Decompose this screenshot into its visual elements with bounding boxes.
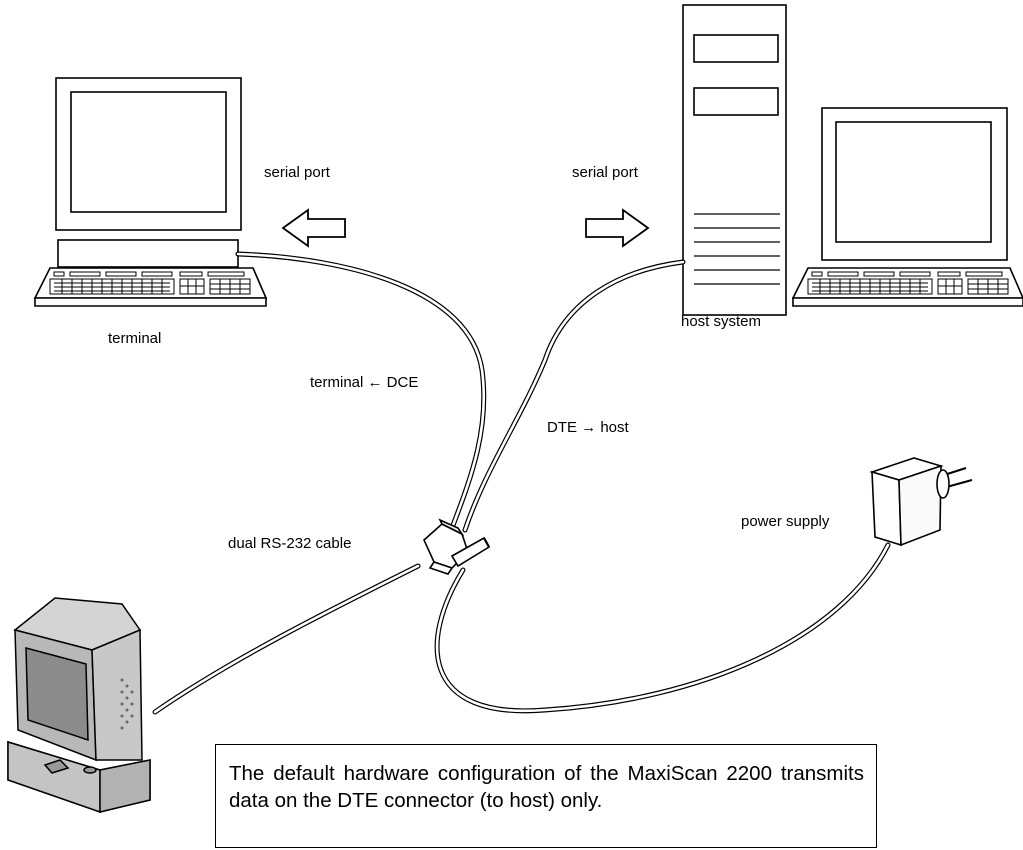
host-vents	[694, 213, 780, 285]
power-supply-adapter	[869, 457, 973, 547]
serial-port-left-arrow-icon	[281, 208, 346, 248]
host-drive-bay-2	[693, 87, 779, 116]
host-system	[682, 4, 1023, 316]
note-text: The default hardware configuration of th…	[229, 762, 864, 812]
power-supply-label: power supply	[741, 513, 830, 530]
host-drive-bay-1	[693, 34, 779, 63]
terminal-dce-label: terminal ← DCE	[310, 374, 418, 391]
scanner-cable	[152, 563, 421, 715]
dual-rs232-connector	[423, 518, 491, 575]
terminal-monitor-screen	[70, 91, 227, 213]
serial-port-left-label: serial port	[264, 164, 331, 181]
terminal-base-unit	[57, 239, 239, 268]
maxiscan-2200-scanner	[7, 597, 151, 814]
host-system-label: host system	[681, 313, 761, 330]
dte-host-label: DTE → host	[547, 419, 630, 436]
host-monitor-screen	[835, 121, 992, 243]
terminal-computer	[33, 77, 268, 307]
power-cable	[434, 542, 891, 714]
serial-port-right-label: serial port	[572, 164, 639, 181]
note-box: The default hardware configuration of th…	[215, 744, 877, 848]
terminal-label: terminal	[108, 330, 161, 347]
serial-port-right-arrow-icon	[585, 208, 650, 248]
host-cable	[462, 259, 686, 533]
dual-cable-label: dual RS-232 cable	[228, 535, 351, 552]
terminal-cable	[235, 251, 487, 531]
